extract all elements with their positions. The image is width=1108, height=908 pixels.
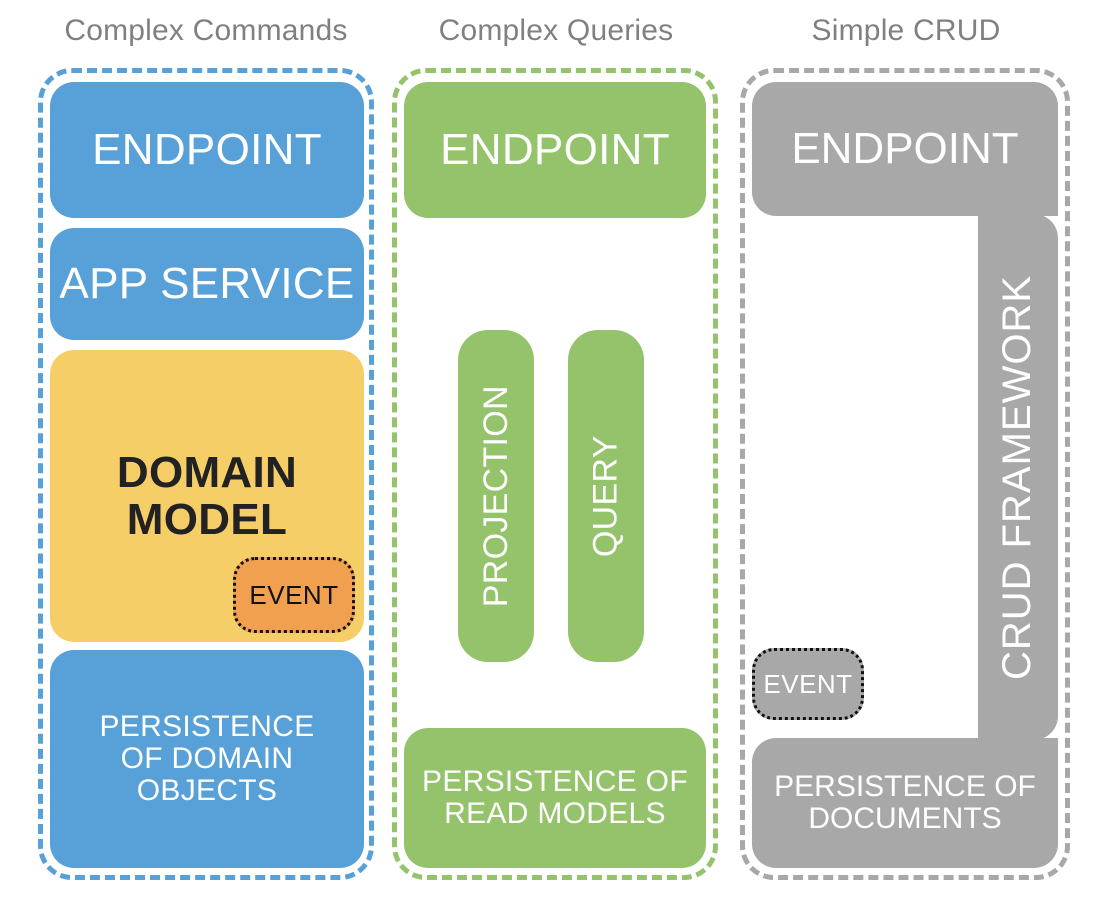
- persistence-domain-line-1: PERSISTENCE: [99, 709, 315, 743]
- column-frame-simple-crud: [740, 68, 1070, 880]
- block-endpoint-crud[interactable]: ENDPOINT: [752, 82, 1058, 216]
- column-title-complex-commands: Complex Commands: [64, 14, 348, 47]
- block-persistence-of-read-models[interactable]: PERSISTENCE OF READ MODELS: [404, 728, 706, 868]
- projection-label: PROJECTION: [476, 384, 515, 608]
- block-persistence-of-documents[interactable]: PERSISTENCE OF DOCUMENTS: [752, 738, 1058, 868]
- domain-model-line-1: DOMAIN: [116, 447, 298, 497]
- event-badge-domain[interactable]: EVENT: [233, 557, 355, 633]
- block-projection[interactable]: PROJECTION: [458, 330, 534, 662]
- block-endpoint-queries[interactable]: ENDPOINT: [404, 82, 706, 218]
- block-crud-framework[interactable]: CRUD FRAMEWORK: [978, 214, 1058, 740]
- column-frame-complex-commands: [38, 68, 374, 880]
- persistence-documents-line-2: DOCUMENTS: [808, 802, 1002, 835]
- domain-model-line-2: MODEL: [126, 495, 288, 544]
- block-query[interactable]: QUERY: [568, 330, 644, 662]
- column-title-complex-queries: Complex Queries: [438, 14, 674, 47]
- block-domain-model[interactable]: DOMAIN MODEL: [50, 350, 364, 642]
- event-badge-crud[interactable]: EVENT: [752, 648, 864, 720]
- crud-framework-label: CRUD FRAMEWORK: [995, 274, 1040, 680]
- query-label: QUERY: [586, 435, 625, 557]
- persistence-read-line-2: READ MODELS: [444, 797, 666, 830]
- persistence-documents-line-1: PERSISTENCE OF: [774, 769, 1036, 803]
- block-persistence-of-domain-objects[interactable]: PERSISTENCE OF DOMAIN OBJECTS: [50, 650, 364, 868]
- persistence-domain-line-2: OF DOMAIN: [120, 741, 294, 775]
- persistence-read-line-1: PERSISTENCE OF: [422, 764, 688, 798]
- column-title-simple-crud: Simple CRUD: [811, 14, 1001, 47]
- persistence-domain-line-3: OBJECTS: [136, 774, 278, 808]
- block-endpoint-commands[interactable]: ENDPOINT: [50, 82, 364, 218]
- column-frame-complex-queries: [392, 68, 718, 880]
- block-app-service[interactable]: APP SERVICE: [50, 228, 364, 340]
